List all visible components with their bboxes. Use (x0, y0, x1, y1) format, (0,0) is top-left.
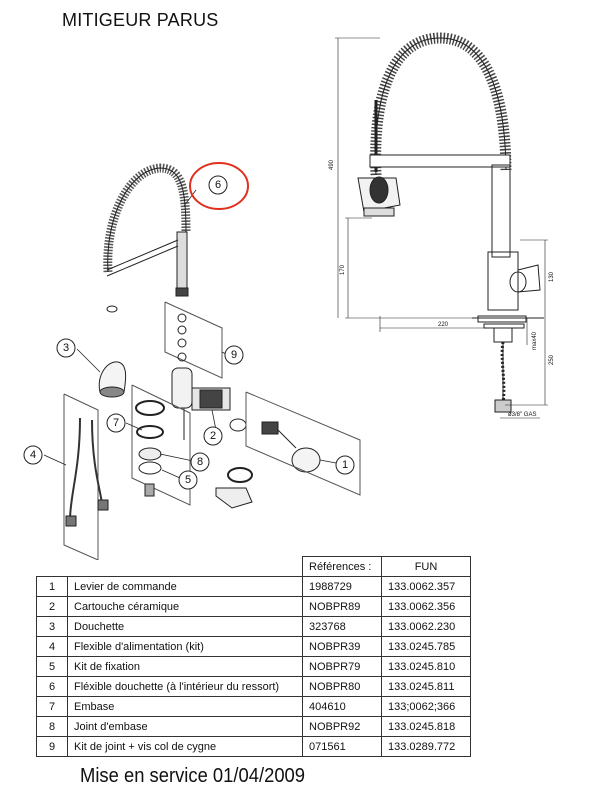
row-reference: 071561 (302, 736, 382, 757)
dim-reach: 220 (438, 322, 449, 328)
callout-label-2: 2 (210, 430, 216, 442)
row-designation: Embase (67, 696, 303, 717)
row-fun-code: 133.0245.785 (381, 636, 471, 657)
dim-deck-max: max40 (532, 331, 538, 350)
row-designation: Kit de joint + vis col de cygne (67, 736, 303, 757)
callout-label-4: 4 (30, 449, 36, 461)
row-fun-code: 133.0245.818 (381, 716, 471, 737)
row-designation: Douchette (67, 616, 303, 637)
row-number: 8 (36, 716, 68, 737)
callout-label-8: 8 (197, 456, 203, 468)
row-number: 6 (36, 676, 68, 697)
row-designation: Joint d'embase (67, 716, 303, 737)
callout-9 (224, 345, 244, 365)
row-fun-code: 133;0062;366 (381, 696, 471, 717)
callout-1 (335, 455, 355, 475)
row-designation: Kit de fixation (67, 656, 303, 677)
row-number: 5 (36, 656, 68, 677)
service-date-note: Mise en service 01/04/2009 (80, 765, 306, 787)
callout-2 (203, 426, 223, 446)
row-number: 3 (36, 616, 68, 637)
dim-total-height: 490 (329, 159, 335, 170)
exploded-parts-diagram: 1 2 3 4 5 6 7 8 9 (23, 162, 361, 560)
row-number: 4 (36, 636, 68, 657)
callout-4 (23, 445, 43, 465)
callout-8 (190, 452, 210, 472)
row-fun-code: 133.0245.810 (381, 656, 471, 677)
callout-6 (208, 175, 228, 195)
dim-body-height: 130 (549, 271, 555, 282)
row-fun-code: 133.0245.811 (381, 676, 471, 697)
row-designation: Flexible d'alimentation (kit) (67, 636, 303, 657)
dim-under-deck: 250 (549, 354, 555, 365)
callout-5 (178, 470, 198, 490)
row-reference: NOBPR92 (302, 716, 382, 737)
dim-connector: ø3/8" GAS (508, 412, 536, 418)
callout-label-7: 7 (113, 417, 119, 429)
document-title: MITIGEUR PARUS (62, 10, 219, 30)
callout-label-6: 6 (215, 179, 221, 191)
row-fun-code: 133.0062.356 (381, 596, 471, 617)
table-header-row: Références : FUN (37, 556, 471, 577)
callout-7 (106, 413, 126, 433)
row-fun-code: 133.0289.772 (381, 736, 471, 757)
row-designation: Levier de commande (67, 576, 303, 597)
callout-label-3: 3 (63, 342, 69, 354)
row-number: 2 (36, 596, 68, 617)
side-view-dimension-drawing: 490 170 220 130 max40 250 ø3/8" GAS (329, 32, 555, 419)
row-reference: NOBPR39 (302, 636, 382, 657)
callout-label-5: 5 (185, 474, 191, 486)
column-header-fun: FUN (381, 556, 471, 577)
row-reference: NOBPR80 (302, 676, 382, 697)
row-fun-code: 133.0062.357 (381, 576, 471, 597)
highlight-circle (189, 162, 249, 210)
callout-label-1: 1 (342, 459, 348, 471)
row-reference: 404610 (302, 696, 382, 717)
row-reference: 1988729 (302, 576, 382, 597)
row-number: 9 (36, 736, 68, 757)
row-number: 1 (36, 576, 68, 597)
row-reference: NOBPR79 (302, 656, 382, 677)
row-reference: 323768 (302, 616, 382, 637)
column-header-references: Références : (302, 556, 382, 577)
row-reference: NOBPR89 (302, 596, 382, 617)
row-designation: Fléxible douchette (à l'intérieur du res… (67, 676, 303, 697)
callout-3 (56, 338, 76, 358)
row-designation: Cartouche céramique (67, 596, 303, 617)
row-number: 7 (36, 696, 68, 717)
callout-label-9: 9 (231, 349, 237, 361)
dim-spout-height: 170 (340, 264, 346, 275)
row-fun-code: 133.0062.230 (381, 616, 471, 637)
